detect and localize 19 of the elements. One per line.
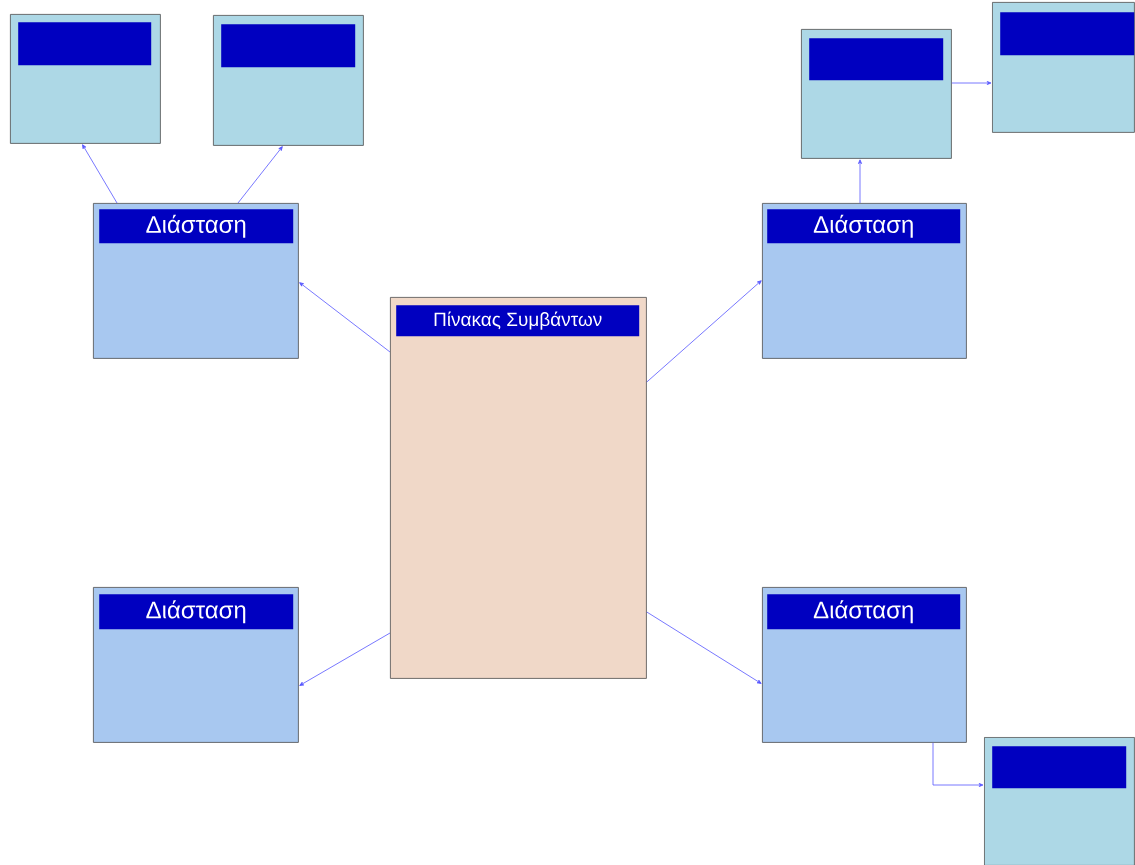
arrow [858, 159, 862, 204]
dimension-box: Διάσταση [93, 587, 299, 743]
arrow [932, 742, 984, 787]
subdimension-box [801, 29, 952, 159]
subdimension-box [213, 15, 364, 146]
arrow [951, 81, 992, 85]
dimension-box: Διάσταση [762, 203, 967, 359]
dimension-box: Διάσταση [762, 587, 967, 743]
arrow [82, 144, 118, 204]
arrow [237, 146, 283, 204]
dimension-box: Διάσταση [93, 203, 299, 359]
arrow [299, 632, 391, 686]
subdimension-box [10, 14, 161, 144]
fact-table-box: Πίνακας Συμβάντων [390, 297, 647, 679]
subdimension-box [984, 737, 1135, 865]
arrow [646, 280, 762, 383]
arrow [299, 282, 391, 353]
arrow [646, 611, 762, 684]
subdimension-box [992, 2, 1135, 133]
